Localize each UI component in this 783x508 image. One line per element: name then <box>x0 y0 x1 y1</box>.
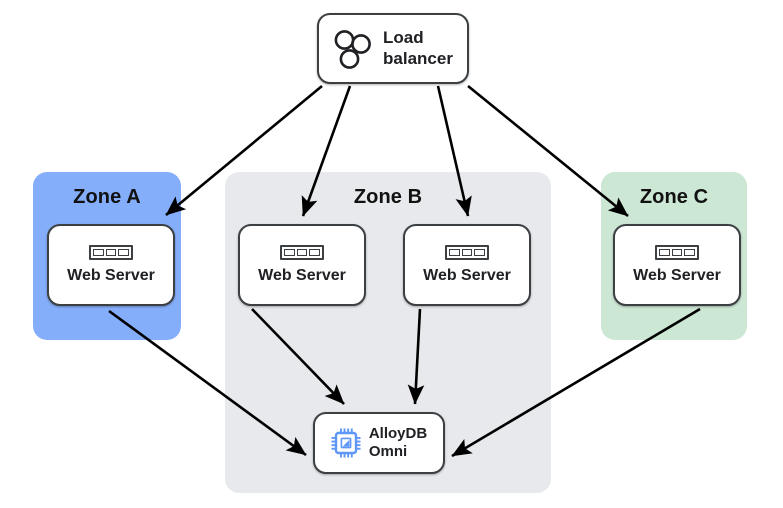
three-circles-icon <box>333 28 373 70</box>
alloydb-omni-node[interactable]: AlloyDB Omni <box>313 412 445 474</box>
server-rack-icon <box>445 245 489 260</box>
web-server-node-zone-a[interactable]: Web Server <box>47 224 175 306</box>
web-server-node-zone-b-1[interactable]: Web Server <box>238 224 366 306</box>
server-rack-icon <box>655 245 699 260</box>
alloydb-omni-label: AlloyDB Omni <box>368 425 428 460</box>
load-balancer-node[interactable]: Load balancer <box>317 13 469 84</box>
zone-c-label: Zone C <box>639 186 709 208</box>
web-server-label: Web Server <box>258 267 346 284</box>
web-server-label: Web Server <box>67 267 155 284</box>
web-server-label: Web Server <box>423 267 511 284</box>
web-server-label: Web Server <box>633 267 721 284</box>
zone-a-label: Zone A <box>73 186 141 208</box>
cpu-chip-icon <box>331 428 361 458</box>
server-rack-icon <box>89 245 133 260</box>
load-balancer-label: Load balancer <box>383 28 453 68</box>
zone-b-label: Zone B <box>353 186 423 208</box>
server-rack-icon <box>280 245 324 260</box>
web-server-node-zone-b-2[interactable]: Web Server <box>403 224 531 306</box>
web-server-node-zone-c[interactable]: Web Server <box>613 224 741 306</box>
